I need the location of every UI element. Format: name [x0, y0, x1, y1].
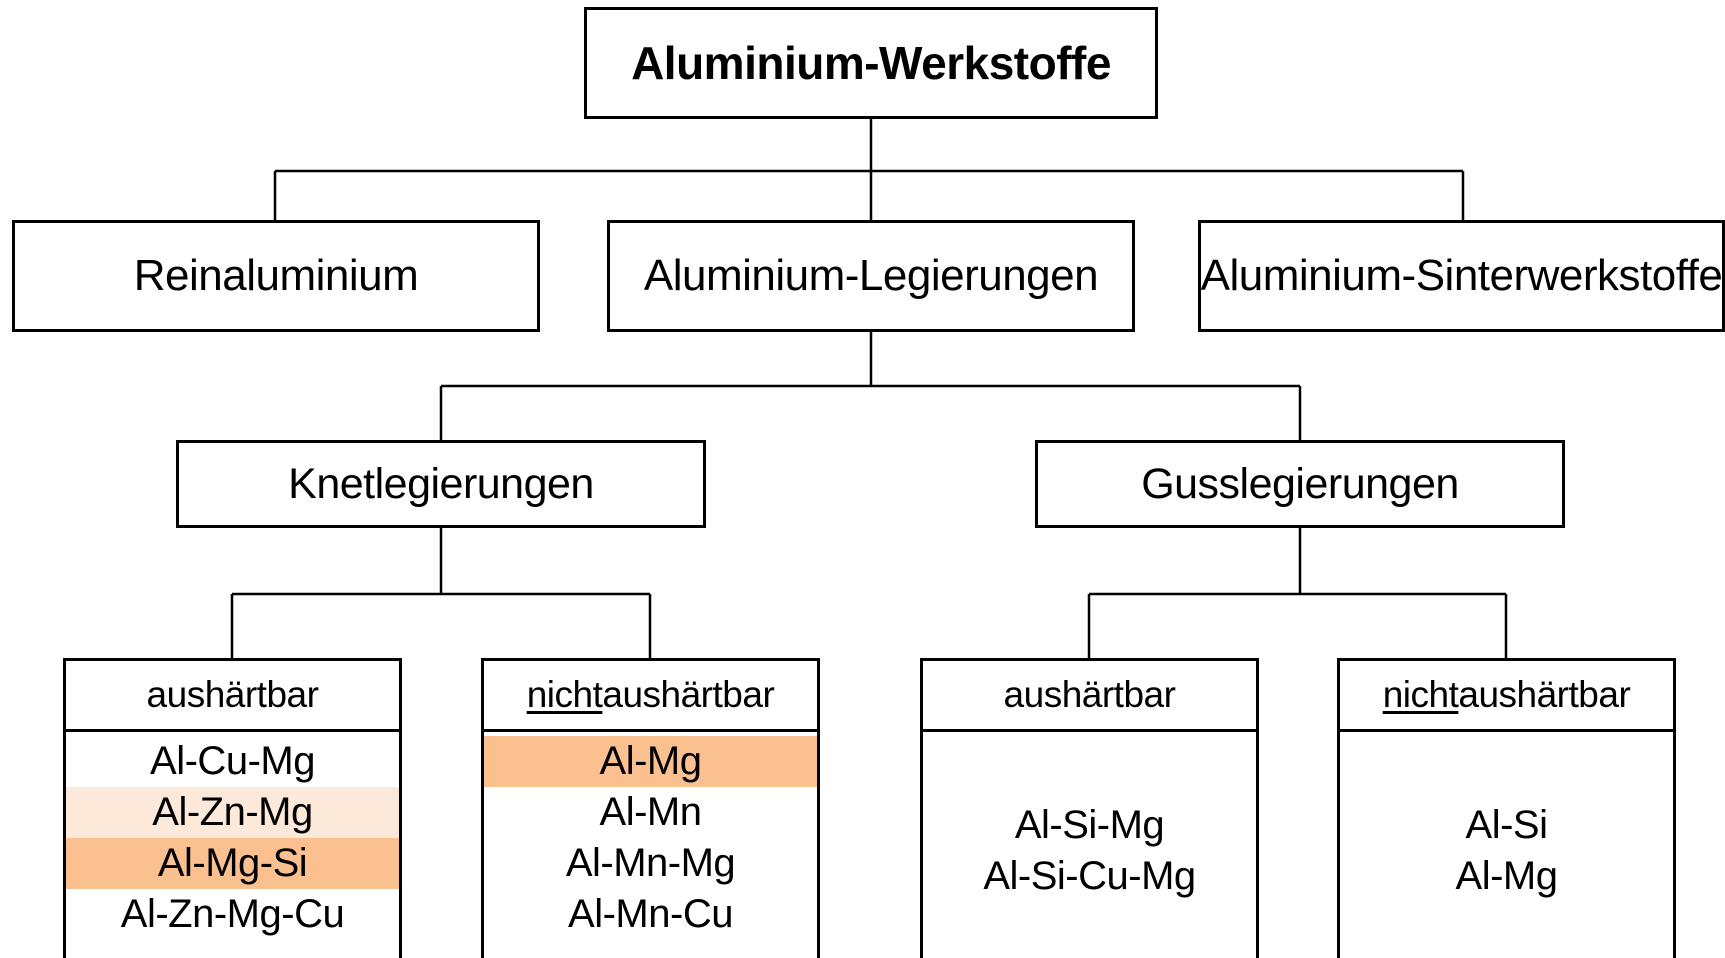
group-header-prefix: nicht — [1382, 674, 1459, 715]
list-item: Al-Mg-Si — [66, 838, 399, 889]
connector-guss-to-groups — [1087, 528, 1508, 658]
group-header-text: aushärtbar — [602, 674, 775, 715]
group-header: nicht aushärtbar — [1340, 661, 1673, 732]
group-knet-nicht-aushaertbar: nicht aushärtbar Al-Mg Al-Mn Al-Mn-Mg Al… — [481, 658, 820, 958]
node-knetlegierungen: Knetlegierungen — [176, 440, 706, 528]
list-item: Al-Mn-Cu — [484, 889, 817, 940]
node-aluminium-legierungen: Aluminium-Legierungen — [607, 220, 1135, 332]
root-node-aluminium-werkstoffe: Aluminium-Werkstoffe — [584, 7, 1158, 119]
list-item: Al-Mg — [1340, 851, 1673, 902]
group-item-list: Al-Mg Al-Mn Al-Mn-Mg Al-Mn-Cu — [484, 732, 817, 940]
list-item: Al-Si-Mg — [923, 800, 1256, 851]
node-aluminium-sinterwerkstoffe: Aluminium-Sinterwerkstoffe — [1198, 220, 1725, 332]
list-item: Al-Zn-Mg — [66, 787, 399, 838]
node-label: Reinaluminium — [133, 251, 419, 300]
group-header-prefix: nicht — [526, 674, 603, 715]
root-node-label: Aluminium-Werkstoffe — [631, 37, 1111, 89]
group-knet-aushaertbar: aushärtbar Al-Cu-Mg Al-Zn-Mg Al-Mg-Si Al… — [63, 658, 402, 958]
list-item: Al-Mn — [484, 787, 817, 838]
list-item: Al-Zn-Mg-Cu — [66, 889, 399, 940]
list-item: Al-Si-Cu-Mg — [923, 851, 1256, 902]
node-label: Knetlegierungen — [288, 459, 594, 508]
group-header-text: aushärtbar — [1458, 674, 1631, 715]
node-label: Aluminium-Legierungen — [643, 251, 1099, 300]
connector-legierungen-to-level3 — [439, 332, 1302, 440]
node-label: Gusslegierungen — [1141, 459, 1459, 508]
node-gusslegierungen: Gusslegierungen — [1035, 440, 1565, 528]
group-item-list: Al-Si-Mg Al-Si-Cu-Mg — [923, 732, 1256, 902]
group-header: aushärtbar — [66, 661, 399, 732]
group-header: nicht aushärtbar — [484, 661, 817, 732]
group-header-text: aushärtbar — [146, 674, 319, 715]
group-guss-aushaertbar: aushärtbar Al-Si-Mg Al-Si-Cu-Mg — [920, 658, 1259, 958]
list-item: Al-Si — [1340, 800, 1673, 851]
group-guss-nicht-aushaertbar: nicht aushärtbar Al-Si Al-Mg — [1337, 658, 1676, 958]
group-header-text: aushärtbar — [1003, 674, 1176, 715]
group-header: aushärtbar — [923, 661, 1256, 732]
node-reinaluminium: Reinaluminium — [12, 220, 540, 332]
list-item: Al-Mg — [484, 736, 817, 787]
group-item-list: Al-Cu-Mg Al-Zn-Mg Al-Mg-Si Al-Zn-Mg-Cu — [66, 732, 399, 940]
node-label: Aluminium-Sinterwerkstoffe — [1200, 251, 1723, 300]
connector-root-to-level2 — [273, 119, 1465, 220]
group-item-list: Al-Si Al-Mg — [1340, 732, 1673, 902]
list-item: Al-Cu-Mg — [66, 736, 399, 787]
list-item: Al-Mn-Mg — [484, 838, 817, 889]
connector-knet-to-groups — [230, 528, 652, 658]
